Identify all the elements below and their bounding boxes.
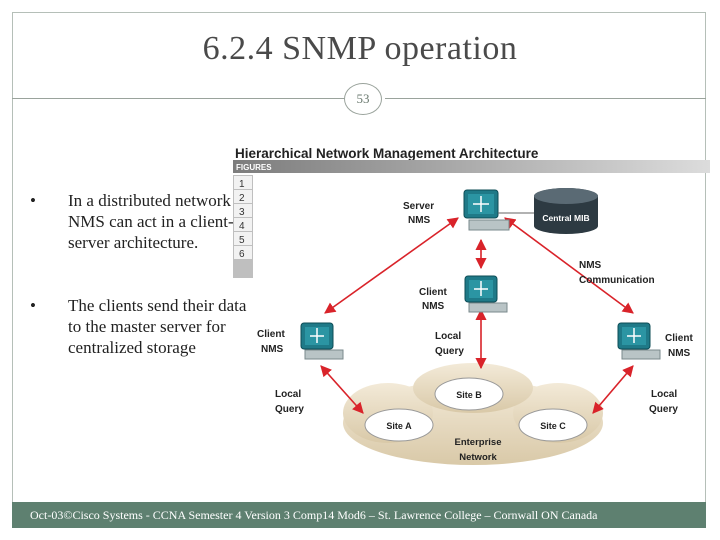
figure-tab-1-label: 1 (239, 179, 245, 190)
bullet-text: The clients send their data to the maste… (68, 296, 247, 357)
server-nms-label-line1: Server (403, 201, 434, 212)
figure-header-bar (233, 160, 710, 173)
center-client-nms-icon (464, 275, 508, 313)
enterprise-network-label-line2: Network (459, 452, 497, 463)
nms-communication-label-line1: NMS (579, 260, 602, 271)
bullet-item: • The clients send their data to the mas… (30, 295, 250, 358)
figure-tabs: 1 2 3 4 5 6 (233, 175, 253, 278)
site-a-label: Site A (386, 421, 412, 431)
figure-tab-6[interactable] (234, 246, 252, 259)
center-local-query-label-line1: Local (435, 331, 461, 342)
central-mib-database-icon (498, 188, 598, 234)
slide-title: 6.2.4 SNMP operation (202, 30, 518, 67)
enterprise-network-label-line1: Enterprise (455, 437, 502, 448)
footer-bar (12, 502, 706, 528)
right-local-query-arrow (592, 365, 634, 414)
figure-tab-2[interactable] (234, 190, 252, 203)
figure-tab-3-label: 3 (239, 207, 245, 218)
server-nms-icon (463, 189, 510, 231)
site-b-cloud: Site B (434, 377, 504, 411)
figure-tab-4[interactable] (234, 218, 252, 231)
figures-label: FIGURES (236, 163, 272, 172)
bullet-list: • In a distributed network NMS can act i… (30, 190, 250, 358)
network-diagram: Hierarchical Network Management Architec… (233, 146, 710, 465)
figure-tab-3[interactable] (234, 204, 252, 217)
right-local-query-label-line2: Query (649, 404, 678, 415)
central-mib-label: Central MIB (542, 213, 589, 223)
left-client-nms-label-line1: Client (257, 329, 285, 340)
right-client-nms-label-line1: Client (665, 333, 693, 344)
right-client-nms-icon (617, 322, 661, 360)
figure-tab-1[interactable] (234, 176, 252, 189)
figure-tab-5[interactable] (234, 232, 252, 245)
nms-communication-label-line2: Communication (579, 275, 655, 286)
left-local-query-label-line1: Local (275, 389, 301, 400)
site-c-cloud: Site C (518, 408, 588, 442)
footer-text: Oct-03©Cisco Systems - CCNA Semester 4 V… (30, 508, 598, 522)
left-client-nms-label-line2: NMS (261, 344, 284, 355)
server-to-right-client-arrow (504, 217, 634, 314)
bullet-text: In a distributed network NMS can act in … (68, 191, 234, 252)
figure-title: Hierarchical Network Management Architec… (235, 146, 539, 161)
bullet-symbol: • (30, 296, 36, 315)
server-nms-label-line2: NMS (408, 215, 431, 226)
figure-tab-2-label: 2 (239, 193, 245, 204)
title-rule-right (385, 98, 706, 99)
site-c-label: Site C (540, 421, 566, 431)
bullet-symbol: • (30, 191, 36, 210)
figure-tab-5-label: 5 (239, 235, 245, 246)
title-rule-left (12, 98, 345, 99)
site-b-label: Site B (456, 390, 482, 400)
site-a-cloud: Site A (364, 408, 434, 442)
left-client-nms-icon (300, 322, 344, 360)
right-local-query-label-line1: Local (651, 389, 677, 400)
center-client-nms-label-line2: NMS (422, 301, 445, 312)
figure-tab-6-label: 6 (239, 249, 245, 260)
figure-tab-4-label: 4 (239, 221, 245, 232)
server-to-left-client-arrow (324, 217, 459, 314)
left-local-query-arrow (320, 365, 364, 414)
center-client-nms-label-line1: Client (419, 287, 447, 298)
center-local-query-label-line2: Query (435, 346, 464, 357)
bullet-item: • In a distributed network NMS can act i… (30, 190, 250, 253)
page-number: 53 (344, 83, 382, 115)
right-client-nms-label-line2: NMS (668, 348, 691, 359)
left-local-query-label-line2: Query (275, 404, 304, 415)
